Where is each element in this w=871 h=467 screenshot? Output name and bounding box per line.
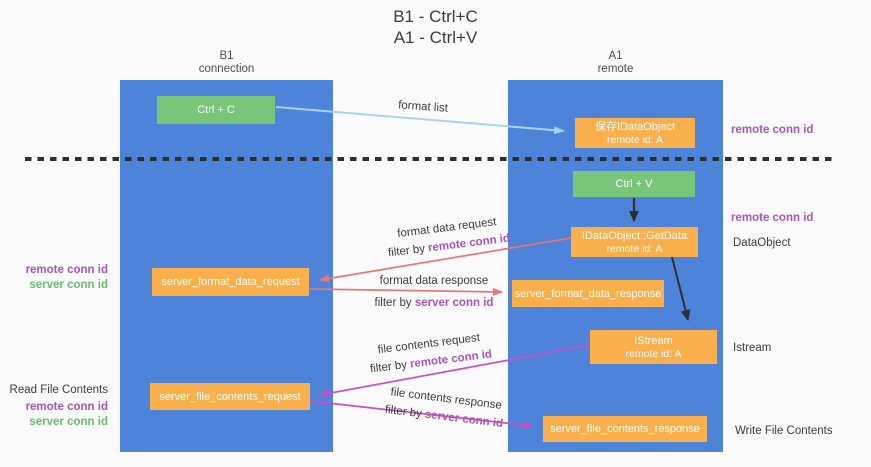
filter-by-text: filter by — [374, 297, 415, 309]
dashed-divider — [25, 157, 836, 161]
node-server-file-contents-response: server_file_contents_response — [543, 416, 707, 442]
edge-label-format-data-response: format data response filter by server co… — [334, 274, 534, 311]
node-ctrl-c: Ctrl + C — [157, 96, 275, 124]
server-format-data-request-label: server_format_data_request — [161, 276, 300, 288]
lane-header-a1: A1 remote — [508, 50, 723, 76]
edge-label-format-list: format list — [323, 93, 524, 122]
ctrl-c-label: Ctrl + C — [197, 104, 235, 116]
diagram-title: B1 - Ctrl+C A1 - Ctrl+V — [0, 6, 871, 48]
left-mid-remote-conn-id: remote conn id — [25, 264, 108, 276]
title-line-2: A1 - Ctrl+V — [393, 28, 478, 47]
node-server-format-data-response: server_format_data_response — [512, 280, 664, 307]
ctrl-v-label: Ctrl + V — [615, 178, 653, 190]
lane-b1-role: connection — [198, 63, 255, 75]
lane-b1-name: B1 — [219, 50, 234, 62]
annotation-left-mid: remote conn id server conn id — [0, 263, 108, 293]
server-file-contents-request-label: server_file_contents_request — [159, 390, 301, 403]
annotation-remote-conn-id-mid: remote conn id — [731, 212, 814, 224]
annotation-dataobject: DataObject — [733, 237, 791, 249]
save-idataobject-line1: 保存IDataObject — [594, 120, 676, 133]
annotation-remote-conn-id-top: remote conn id — [731, 124, 814, 136]
format-list-text: format list — [397, 99, 449, 115]
istream-line2: remote id: A — [625, 347, 682, 360]
server-format-data-response-label: server_format_data_response — [514, 287, 662, 300]
lane-header-b1: B1 connection — [120, 50, 333, 76]
lane-a1-name: A1 — [608, 50, 623, 62]
left-bottom-server-conn-id: server conn id — [29, 416, 108, 428]
filter-by-text: filter by — [369, 358, 411, 376]
node-idataobject-getdata: IDataObject::GetData remote id: A — [571, 227, 698, 257]
edge-label-file-contents-request: file contents request filter by remote c… — [329, 325, 532, 382]
title-line-1: B1 - Ctrl+C — [393, 7, 478, 26]
left-mid-server-conn-id: server conn id — [29, 279, 108, 291]
format-data-response-text: format data response — [379, 275, 489, 287]
lane-a1-role: remote — [597, 63, 634, 75]
getdata-line2: remote id: A — [606, 242, 663, 255]
istream-line1: IStream — [634, 334, 673, 347]
read-file-contents-label: Read File Contents — [9, 384, 108, 396]
node-server-format-data-request: server_format_data_request — [152, 268, 309, 296]
server-conn-id-text: server conn id — [414, 297, 494, 309]
left-bottom-remote-conn-id: remote conn id — [25, 401, 108, 413]
node-save-idataobject: 保存IDataObject remote id: A — [575, 118, 695, 148]
annotation-left-bottom: Read File Contents remote conn id server… — [0, 383, 108, 430]
node-istream: IStream remote id: A — [590, 330, 717, 364]
annotation-write-file-contents: Write File Contents — [735, 425, 833, 437]
node-server-file-contents-request: server_file_contents_request — [150, 383, 310, 410]
save-idataobject-line2: remote id: A — [606, 133, 664, 146]
filter-by-text: filter by — [384, 403, 426, 421]
getdata-line1: IDataObject::GetData — [581, 229, 688, 242]
node-ctrl-v: Ctrl + V — [573, 171, 695, 197]
format-data-response-filter: filter by server conn id — [334, 296, 534, 311]
filter-by-text: filter by — [387, 242, 429, 260]
annotation-istream: Istream — [733, 342, 772, 354]
server-file-contents-response-label: server_file_contents_response — [550, 423, 700, 435]
